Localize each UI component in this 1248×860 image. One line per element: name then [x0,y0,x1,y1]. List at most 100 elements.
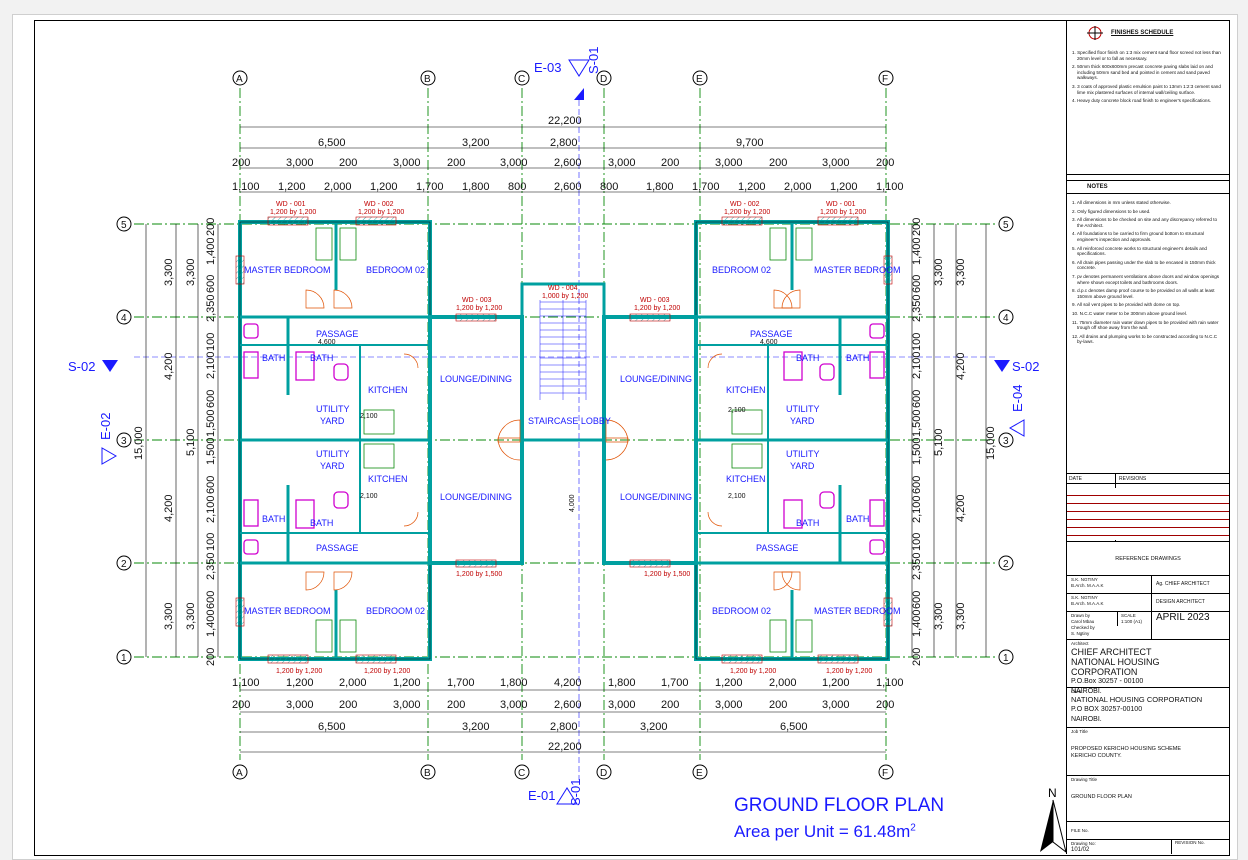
dim-text: 3,000 [715,699,743,711]
grid-label: B [424,768,431,779]
revisions-header: DATE REVISIONS [1067,474,1229,484]
revisions-header-label: REVISIONS [1119,476,1147,482]
dim-text: 200 [661,157,679,169]
dim-text: 1,200 [822,677,850,689]
room-label: YARD [790,461,815,471]
grid-bubble-d-bottom: D [596,764,612,780]
window-tag: WD - 002 [364,201,394,208]
dim-text: 200 [911,648,923,666]
room-label: UTILITY [786,404,820,414]
dim-text: 600 [205,591,217,609]
dim-text: 1,700 [447,677,475,689]
window-tag: 1,200 by 1,200 [270,209,316,216]
room-label: MASTER BEDROOM [244,265,331,275]
room-label: PASSAGE [750,329,792,339]
small-dim: 2,100 [728,407,746,414]
dim-text: 1,500 [911,437,923,465]
section-label: E-03 [534,60,561,75]
window-tag: 1,200 by 1,200 [456,305,502,312]
dim-text: 5,100 [185,428,197,456]
dim-text: 200 [447,699,465,711]
dim-text: 2,000 [769,677,797,689]
reference-drawings-label: REFERENCE DRAWINGS [1115,556,1181,562]
drawing-frame [34,20,1230,856]
note-item: 9. All soil vent pipes to be provided wi… [1072,302,1181,308]
drawing-no: 101/02 [1071,847,1090,853]
dim-text: 2,000 [324,181,352,193]
room-label: BEDROOM 02 [366,606,425,616]
small-dim: 2,100 [360,493,378,500]
grid-bubble-a-top: A [232,70,248,86]
room-label: BATH [796,518,819,528]
room-label: BATH [310,353,333,363]
dim-text: 1,700 [416,181,444,193]
finish-item: 1. Specified floor finish on 1:3 mix cem… [1072,50,1221,61]
job-label: Job Title [1071,729,1088,734]
dim-text: 3,000 [822,157,850,169]
window-tag: WD - 003 [640,297,670,304]
dim-text: 3,200 [462,137,490,149]
checked-by-name: S. Ngtiny [1071,631,1090,636]
sanitary-fittings [243,323,885,555]
finishes-heading: FINISHES SCHEDULE [1111,30,1174,36]
architect-line: P.O.Box 30257 - 00100 [1071,678,1144,685]
section-label: E-04 [1010,385,1025,412]
drawing-sheet [12,14,1238,860]
room-label: KITCHEN [726,385,766,395]
dim-text: 200 [205,648,217,666]
dim-text: 6,500 [318,721,346,733]
section-label: S-02 [1012,359,1039,374]
window-tag: 1,200 by 1,200 [820,209,866,216]
notes-heading: NOTES [1087,184,1108,190]
note-item: 3. All dimensions to be checked on site … [1072,217,1218,228]
dim-text: 1,800 [500,677,528,689]
area-superscript: 2 [910,822,916,834]
room-label: KITCHEN [368,385,408,395]
dim-text: 800 [508,181,526,193]
dim-text: 3,300 [955,602,967,630]
grid-bubble-f-bottom: F [878,764,894,780]
dim-text: 100 [205,333,217,351]
dim-text: 4,200 [554,677,582,689]
finish-item: 2. 50mm thick 600x600mm precast concrete… [1072,64,1213,81]
dim-text: 15,000 [133,426,145,460]
dim-text: 1,100 [232,677,260,689]
room-label: BATH [310,518,333,528]
grid-bubble-f-top: F [878,70,894,86]
note-item: 2. Only figured dimensions to be used. [1072,208,1151,214]
small-dim: 2,100 [360,413,378,420]
dim-overall-bottom: 22,200 [548,741,582,753]
dim-text: 1,200 [715,677,743,689]
note-item: 10. N.C.C water meter to be 300mm above … [1072,310,1188,316]
signatory-qualification: B.Arch. M.A.A.K [1071,601,1104,606]
note-item: 4. All foundations to be carried to firm… [1072,231,1205,242]
window-tag: 1,200 by 1,200 [358,209,404,216]
dim-text: 3,300 [933,602,945,630]
grid-bubble-e-bottom: E [692,764,708,780]
small-dim: 4,000 [569,494,576,512]
window-tag: 1,200 by 1,200 [634,305,680,312]
title-block: FINISHES SCHEDULE 1. Specified floor fin… [1066,20,1229,854]
dim-text: 200 [339,157,357,169]
dim-text: 100 [205,533,217,551]
dim-text: 200 [232,699,250,711]
area-text: Area per Unit = 61.48m [734,822,911,841]
dim-text: 100 [911,333,923,351]
section-label: S-01 [568,779,583,806]
note-item: 8. d.p.c denotes damp proof course to be… [1072,288,1215,299]
signatory-name: S.K. NGTINY [1071,595,1098,600]
architect-block: Architect CHIEF ARCHITECT NATIONAL HOUSI… [1067,640,1229,695]
dim-text: 200 [911,218,923,236]
grid-label: 2 [121,559,127,570]
dim-text: 200 [447,157,465,169]
grid-bubble-2-left: 2 [116,555,132,571]
revision-no-label: REVISION No. [1171,840,1205,854]
room-label: MASTER BEDROOM [814,265,901,275]
notes-heading-row: NOTES [1067,180,1229,194]
drawing-title-block: Drawing Title GROUND FLOOR PLAN [1067,776,1229,822]
file-no-block: FILE No. [1067,822,1229,840]
drawing-no-block: Drawing No: 101/02 REVISION No. [1067,840,1229,854]
window-tag: WD - 003 [462,297,492,304]
